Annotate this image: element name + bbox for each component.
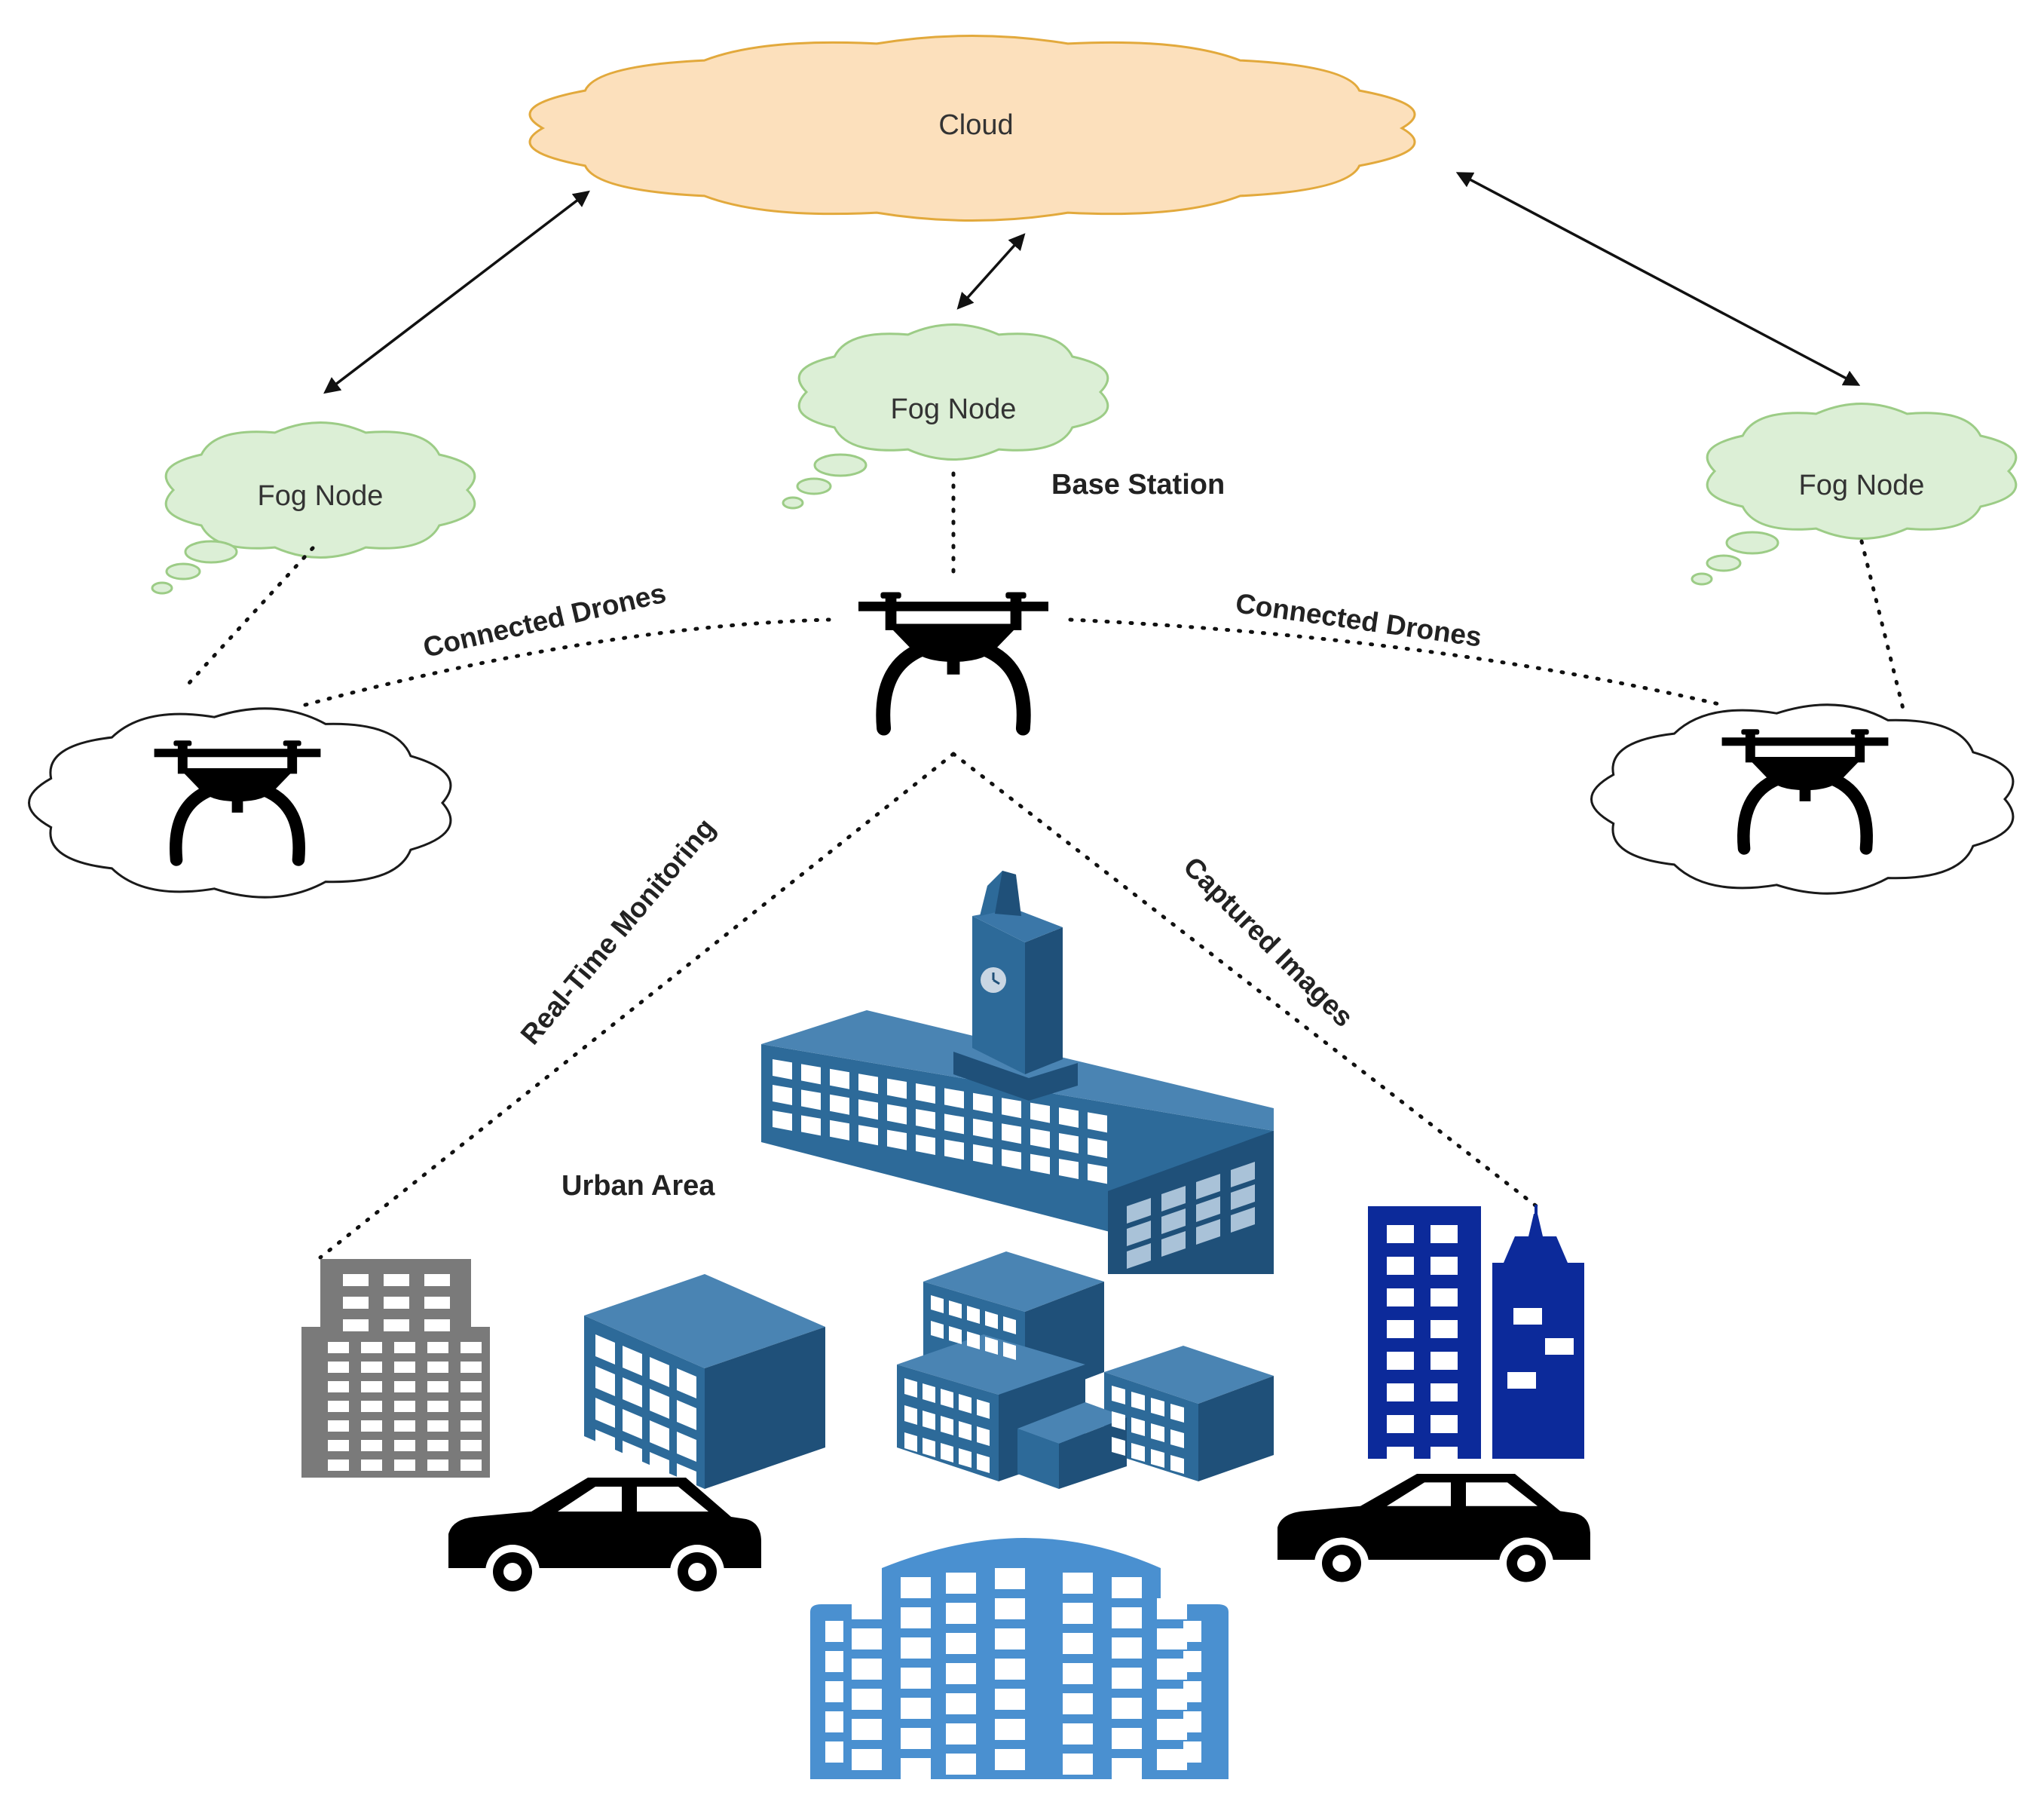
link-connected-left: [303, 617, 831, 707]
arrow-cloud-fog-center: [956, 233, 1026, 310]
link-fog-right-drone: [1859, 539, 1905, 711]
light-blue-office-icon: [810, 1538, 1229, 1779]
car-left-icon: [448, 1478, 761, 1599]
drone-left: [28, 707, 452, 899]
fog-cloud-icon: [797, 323, 1109, 461]
connected-drones-left-label: Connected Drones: [421, 577, 669, 663]
urban-area-label: Urban Area: [561, 1170, 715, 1202]
base-station-label: Base Station: [1051, 469, 1225, 501]
cloud-label: Cloud: [938, 109, 1013, 141]
fog-cloud-icon: [1706, 403, 2018, 540]
drone-icon: [858, 593, 1048, 729]
clock-tower-building-icon: [761, 871, 1274, 1274]
arrow-cloud-fog-right: [1455, 172, 1861, 386]
gray-building-icon: [301, 1259, 490, 1478]
realtime-monitoring-label: Real-Time Monitoring: [515, 813, 721, 1051]
car-right-icon: [1278, 1474, 1590, 1589]
fog-node-center-label: Fog Node: [891, 394, 1017, 425]
fog-cloud-icon: [164, 421, 476, 559]
link-captured-images: [951, 752, 1544, 1212]
captured-images-label: Captured Images: [1177, 851, 1359, 1033]
navy-skyscraper-icon: [1368, 1205, 1584, 1465]
arrow-cloud-fog-left: [323, 190, 590, 394]
drone-center: [858, 593, 1048, 729]
cloud-icon: [528, 35, 1416, 222]
cloud-node: Cloud: [528, 35, 1416, 222]
fog-node-left: Fog Node: [151, 421, 476, 595]
blue-building-cluster-icon: [897, 1251, 1274, 1489]
fog-node-right: Fog Node: [1691, 403, 2018, 586]
link-realtime-monitoring: [318, 752, 956, 1260]
fog-node-left-label: Fog Node: [258, 480, 384, 512]
link-fog-left-drone: [186, 546, 315, 686]
fog-node-right-label: Fog Node: [1799, 470, 1925, 501]
drone-right: [1590, 703, 2015, 895]
blue-office-building-icon: [584, 1274, 825, 1493]
fog-node-center: Fog Node: [782, 323, 1109, 510]
